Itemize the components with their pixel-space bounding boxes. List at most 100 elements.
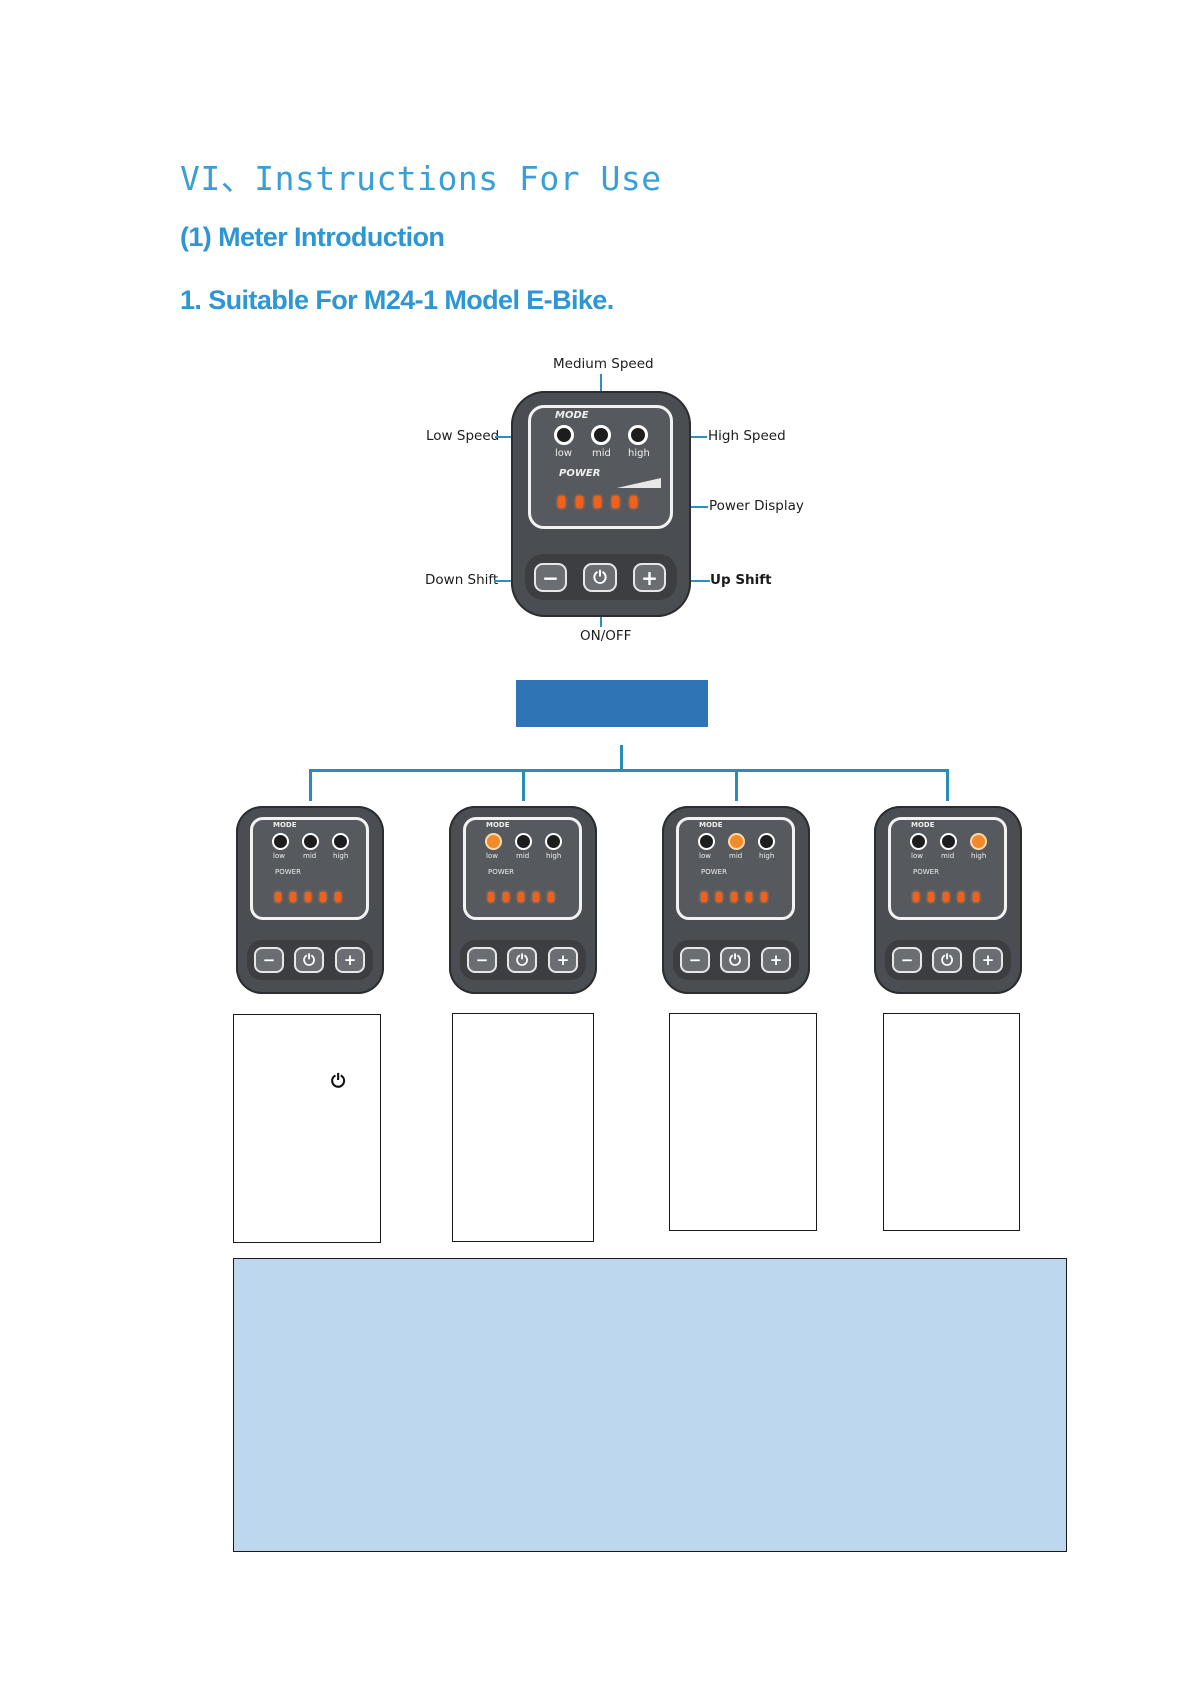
power-button[interactable]: ⏻ xyxy=(720,947,750,973)
mode-description-box-4 xyxy=(883,1013,1020,1231)
low-label: low xyxy=(273,852,285,860)
power-level-ramp-icon xyxy=(617,478,661,488)
high-label: high xyxy=(759,852,775,860)
mode-label: MODE xyxy=(699,821,723,829)
power-led-1 xyxy=(275,892,281,902)
callout-up-shift: Up Shift xyxy=(710,572,772,588)
power-led-4 xyxy=(612,496,619,508)
mid-label: mid xyxy=(516,852,530,860)
mid-speed-indicator xyxy=(940,833,957,850)
down-shift-button[interactable]: − xyxy=(680,947,710,973)
mid-speed-indicator xyxy=(302,833,319,850)
power-led-5 xyxy=(335,892,341,902)
mode-description-box-1: ⏻ xyxy=(233,1014,381,1243)
high-speed-indicator xyxy=(970,833,987,850)
high-speed-indicator xyxy=(628,425,648,445)
power-button[interactable]: ⏻ xyxy=(294,947,324,973)
power-icon: ⏻ xyxy=(331,1071,346,1092)
up-shift-button[interactable]: + xyxy=(633,563,666,592)
low-label: low xyxy=(555,448,573,459)
button-bar: −⏻ + xyxy=(460,940,586,980)
power-led-2 xyxy=(290,892,296,902)
power-led-2 xyxy=(928,892,934,902)
callout-power-display: Power Display xyxy=(709,498,804,514)
power-led-5 xyxy=(973,892,979,902)
power-button[interactable]: ⏻ xyxy=(932,947,962,973)
page-title: VI、Instructions For Use xyxy=(180,159,662,198)
mode-label: MODE xyxy=(486,821,510,829)
low-speed-indicator xyxy=(485,833,502,850)
mid-speed-indicator xyxy=(728,833,745,850)
mid-speed-indicator xyxy=(591,425,611,445)
meter-body: MODE low mid high POWER − ⏻ + xyxy=(511,391,691,617)
meter-screen: MODE low mid high POWER xyxy=(528,405,673,529)
power-led-3 xyxy=(943,892,949,902)
power-led-5 xyxy=(761,892,767,902)
up-shift-button[interactable]: + xyxy=(761,947,791,973)
power-led-5 xyxy=(630,496,637,508)
low-label: low xyxy=(486,852,498,860)
up-shift-button[interactable]: + xyxy=(973,947,1003,973)
callout-down-shift: Down Shift xyxy=(425,572,499,588)
up-shift-button[interactable]: + xyxy=(548,947,578,973)
down-shift-button[interactable]: − xyxy=(254,947,284,973)
power-led-1 xyxy=(558,496,565,508)
power-led-2 xyxy=(503,892,509,902)
high-label: high xyxy=(546,852,562,860)
tree-stem xyxy=(620,745,623,771)
subsection-heading: 1. Suitable For M24-1 Model E-Bike. xyxy=(180,285,614,315)
power-button[interactable]: ⏻ xyxy=(507,947,537,973)
callout-low-speed: Low Speed xyxy=(426,428,500,444)
mid-label: mid xyxy=(941,852,955,860)
power-led-2 xyxy=(716,892,722,902)
button-bar: −⏻ + xyxy=(247,940,373,980)
tree-branch-4 xyxy=(946,769,949,801)
power-led-1 xyxy=(701,892,707,902)
power-label: POWER xyxy=(559,468,601,479)
low-speed-indicator xyxy=(272,833,289,850)
power-led-3 xyxy=(594,496,601,508)
up-shift-button[interactable]: + xyxy=(335,947,365,973)
power-led-1 xyxy=(913,892,919,902)
callout-high-speed: High Speed xyxy=(708,428,786,444)
low-speed-indicator xyxy=(910,833,927,850)
power-led-3 xyxy=(731,892,737,902)
power-led-4 xyxy=(320,892,326,902)
power-led-3 xyxy=(305,892,311,902)
mid-label: mid xyxy=(729,852,743,860)
button-bar: −⏻ + xyxy=(885,940,1011,980)
mid-speed-indicator xyxy=(515,833,532,850)
mid-label: mid xyxy=(592,448,611,459)
callout-medium-speed: Medium Speed xyxy=(553,356,654,372)
power-led-2 xyxy=(576,496,583,508)
high-label: high xyxy=(628,448,650,459)
low-label: low xyxy=(911,852,923,860)
power-led-5 xyxy=(548,892,554,902)
mode-label: MODE xyxy=(555,410,589,421)
down-shift-button[interactable]: − xyxy=(467,947,497,973)
power-label: POWER xyxy=(913,868,939,876)
power-led-3 xyxy=(518,892,524,902)
high-label: high xyxy=(971,852,987,860)
power-label: POWER xyxy=(488,868,514,876)
power-button[interactable]: ⏻ xyxy=(583,563,617,592)
callout-on-off: ON/OFF xyxy=(580,628,632,644)
low-label: low xyxy=(699,852,711,860)
mid-label: mid xyxy=(303,852,317,860)
low-speed-indicator xyxy=(698,833,715,850)
high-speed-indicator xyxy=(332,833,349,850)
power-led-4 xyxy=(746,892,752,902)
tree-branch-2 xyxy=(522,769,525,801)
down-shift-button[interactable]: − xyxy=(534,563,567,592)
note-box xyxy=(233,1258,1067,1552)
down-shift-button[interactable]: − xyxy=(892,947,922,973)
mode-label: MODE xyxy=(911,821,935,829)
mode-header-box xyxy=(516,680,708,727)
high-speed-indicator xyxy=(758,833,775,850)
